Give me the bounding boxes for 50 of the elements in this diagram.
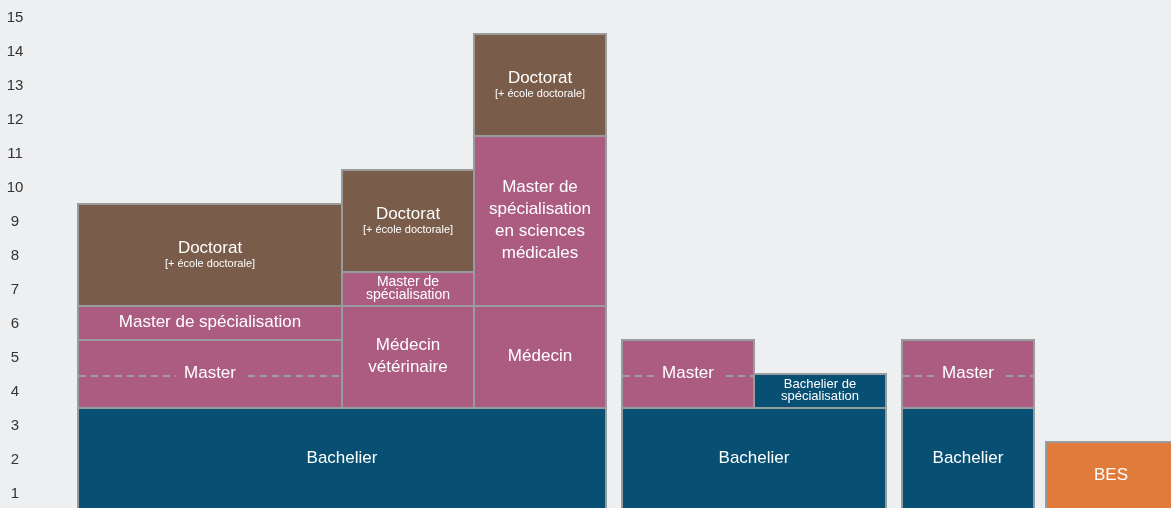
axis-label: 6 bbox=[9, 314, 21, 332]
axis-label: 5 bbox=[9, 348, 21, 366]
level-note: [+ école doctorale] bbox=[362, 223, 454, 237]
level-note: [+ école doctorale] bbox=[494, 87, 586, 101]
level-block bbox=[341, 169, 475, 273]
level-block bbox=[901, 407, 1035, 508]
level-label: Doctorat bbox=[375, 203, 441, 225]
axis-label: 14 bbox=[5, 42, 25, 60]
level-label: Bachelier bbox=[306, 447, 378, 469]
level-block bbox=[473, 135, 607, 307]
axis-label: 1 bbox=[9, 484, 21, 502]
level-label: Master bbox=[662, 362, 714, 384]
level-block bbox=[473, 305, 607, 409]
axis-label: 2 bbox=[9, 450, 21, 468]
level-block bbox=[901, 339, 1035, 409]
level-block bbox=[77, 407, 607, 508]
level-block bbox=[341, 271, 475, 307]
level-label: Master de spécialisation bbox=[364, 274, 452, 302]
axis-label: 3 bbox=[9, 416, 21, 434]
level-label: Master bbox=[942, 362, 994, 384]
axis-label: 9 bbox=[9, 212, 21, 230]
level-label: Bachelier bbox=[718, 447, 790, 469]
axis-label: 4 bbox=[9, 382, 21, 400]
level-block bbox=[341, 305, 475, 409]
level-block bbox=[77, 203, 343, 307]
axis-label: 13 bbox=[5, 76, 25, 94]
level-label: Doctorat bbox=[177, 237, 243, 259]
level-block bbox=[1045, 441, 1171, 508]
axis-label: 7 bbox=[9, 280, 21, 298]
axis-label: 10 bbox=[5, 178, 25, 196]
level-block bbox=[621, 407, 887, 508]
level-label: Bachelier de spécialisation bbox=[779, 377, 860, 403]
axis-label: 15 bbox=[5, 8, 25, 26]
axis-label: 12 bbox=[5, 110, 25, 128]
level-block bbox=[473, 33, 607, 137]
axis-label: 11 bbox=[6, 144, 24, 162]
level-label: Médecin vétérinaire bbox=[367, 333, 449, 378]
level-label: Bachelier bbox=[932, 447, 1004, 469]
level-block bbox=[753, 373, 887, 409]
axis-label: 8 bbox=[9, 246, 21, 264]
level-block bbox=[77, 339, 343, 409]
level-block bbox=[77, 305, 343, 341]
level-label: BES bbox=[1094, 464, 1128, 486]
level-label: Master de spécialisation en sciences médicales bbox=[487, 175, 593, 265]
level-block bbox=[621, 339, 755, 409]
level-note: [+ école doctorale] bbox=[164, 257, 256, 271]
level-label: Master bbox=[184, 362, 236, 384]
level-label: Médecin bbox=[507, 345, 573, 367]
level-label: Master de spécialisation bbox=[118, 311, 302, 333]
level-label: Doctorat bbox=[507, 67, 573, 89]
